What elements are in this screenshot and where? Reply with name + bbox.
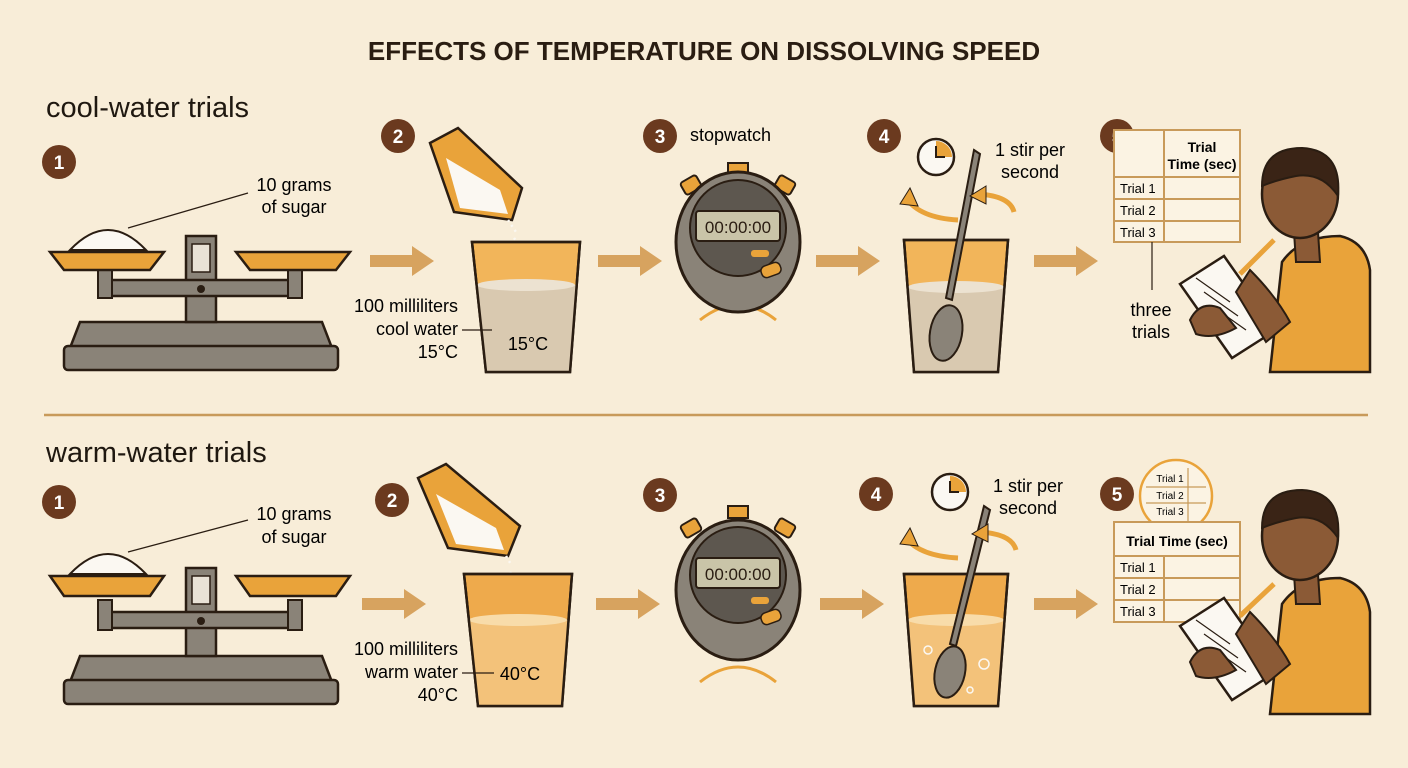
arrow-right-icon — [820, 589, 884, 619]
sugar-label-line1: 10 grams — [256, 504, 331, 524]
warm-water-row: warm-water trials 1 10 grams of sugar 2 — [42, 437, 1372, 716]
table-header-time: Time (sec) — [1168, 156, 1237, 172]
table-row-label: Trial 2 — [1120, 582, 1156, 597]
water-label-line1: 100 milliliters — [354, 639, 458, 659]
table-row-label: Trial 1 — [1120, 181, 1156, 196]
arrow-right-icon — [816, 246, 880, 276]
water-label-line2: cool water — [376, 319, 458, 339]
stopwatch-display: 00:00:00 — [705, 218, 771, 237]
cup-icon — [470, 240, 582, 374]
step-2-badge: 2 — [375, 483, 409, 517]
sugar-label-line2: of sugar — [261, 527, 326, 547]
magnifier-row-label: Trial 1 — [1156, 474, 1184, 485]
step-1-badge: 1 — [42, 145, 76, 179]
step-number: 4 — [871, 485, 882, 506]
step-3-badge: 3 — [643, 119, 677, 153]
student-writing-icon — [1178, 146, 1372, 374]
stir-label-line1: 1 stir per — [995, 140, 1065, 160]
step-4-badge: 4 — [859, 477, 893, 511]
table-row-label: Trial 3 — [1120, 225, 1156, 240]
student-writing-icon — [1178, 488, 1372, 716]
table-header-trial: Trial — [1188, 139, 1217, 155]
water-label-line2: warm water — [364, 662, 458, 682]
water-label-line3: 15°C — [418, 342, 458, 362]
rotate-arrows-icon — [899, 185, 1017, 223]
arrow-right-icon — [1034, 589, 1098, 619]
stopwatch-icon — [674, 162, 802, 322]
step-number: 2 — [387, 491, 398, 512]
step-number: 5 — [1112, 485, 1123, 506]
spoon-icon — [928, 148, 982, 362]
step-number: 2 — [393, 127, 404, 148]
table-header: Trial Time (sec) — [1126, 533, 1228, 549]
table-row-label: Trial 3 — [1120, 604, 1156, 619]
stir-label-line1: 1 stir per — [993, 476, 1063, 496]
clock-icon — [916, 137, 956, 177]
row-heading: cool-water trials — [46, 92, 249, 124]
step-number: 4 — [879, 127, 890, 148]
water-label-line1: 100 milliliters — [354, 296, 458, 316]
step-5-badge: 5 — [1100, 477, 1134, 511]
step-3-badge: 3 — [643, 478, 677, 512]
stopwatch-label: stopwatch — [690, 125, 771, 145]
stopwatch-icon — [674, 505, 802, 684]
arrow-right-icon — [1034, 246, 1098, 276]
arrow-right-icon — [598, 246, 662, 276]
sugar-leader-line — [127, 192, 249, 229]
cup-temperature: 40°C — [500, 664, 540, 684]
balance-scale-icon — [47, 553, 353, 706]
step-number: 3 — [655, 486, 666, 507]
sugar-leader-line — [127, 519, 249, 553]
sugar-label-line1: 10 grams — [256, 175, 331, 195]
balance-scale-icon — [47, 229, 353, 372]
step-4-badge: 4 — [867, 119, 901, 153]
sugar-label-line2: of sugar — [261, 197, 326, 217]
arrow-right-icon — [362, 589, 426, 619]
arrow-right-icon — [596, 589, 660, 619]
cool-water-row: cool-water trials 1 10 grams of sugar 2 — [42, 92, 1372, 374]
arrow-right-icon — [370, 246, 434, 276]
step-number: 1 — [54, 153, 65, 174]
table-row-label: Trial 2 — [1120, 203, 1156, 218]
trials-note-line2: trials — [1132, 322, 1170, 342]
cup-icon — [462, 572, 574, 708]
trials-note-line1: three — [1130, 300, 1171, 320]
stir-label-line2: second — [999, 498, 1057, 518]
step-1-badge: 1 — [42, 485, 76, 519]
row-heading: warm-water trials — [45, 437, 267, 469]
stopwatch-display: 00:00:00 — [705, 565, 771, 584]
cup-temperature: 15°C — [508, 334, 548, 354]
sugar-packet-icon — [428, 126, 524, 273]
table-row-label: Trial 1 — [1120, 560, 1156, 575]
stir-label-line2: second — [1001, 162, 1059, 182]
clock-icon — [930, 472, 970, 512]
step-2-badge: 2 — [381, 119, 415, 153]
magnifier-row-label: Trial 3 — [1156, 507, 1184, 518]
rotate-arrows-icon — [899, 523, 1019, 561]
step-number: 3 — [655, 127, 666, 148]
spoon-icon — [933, 504, 992, 699]
page-title: EFFECTS OF TEMPERATURE ON DISSOLVING SPE… — [368, 36, 1040, 66]
sugar-packet-icon — [416, 462, 522, 595]
water-label-line3: 40°C — [418, 685, 458, 705]
step-number: 1 — [54, 493, 65, 514]
magnifier-row-label: Trial 2 — [1156, 491, 1184, 502]
results-table — [1113, 129, 1241, 243]
